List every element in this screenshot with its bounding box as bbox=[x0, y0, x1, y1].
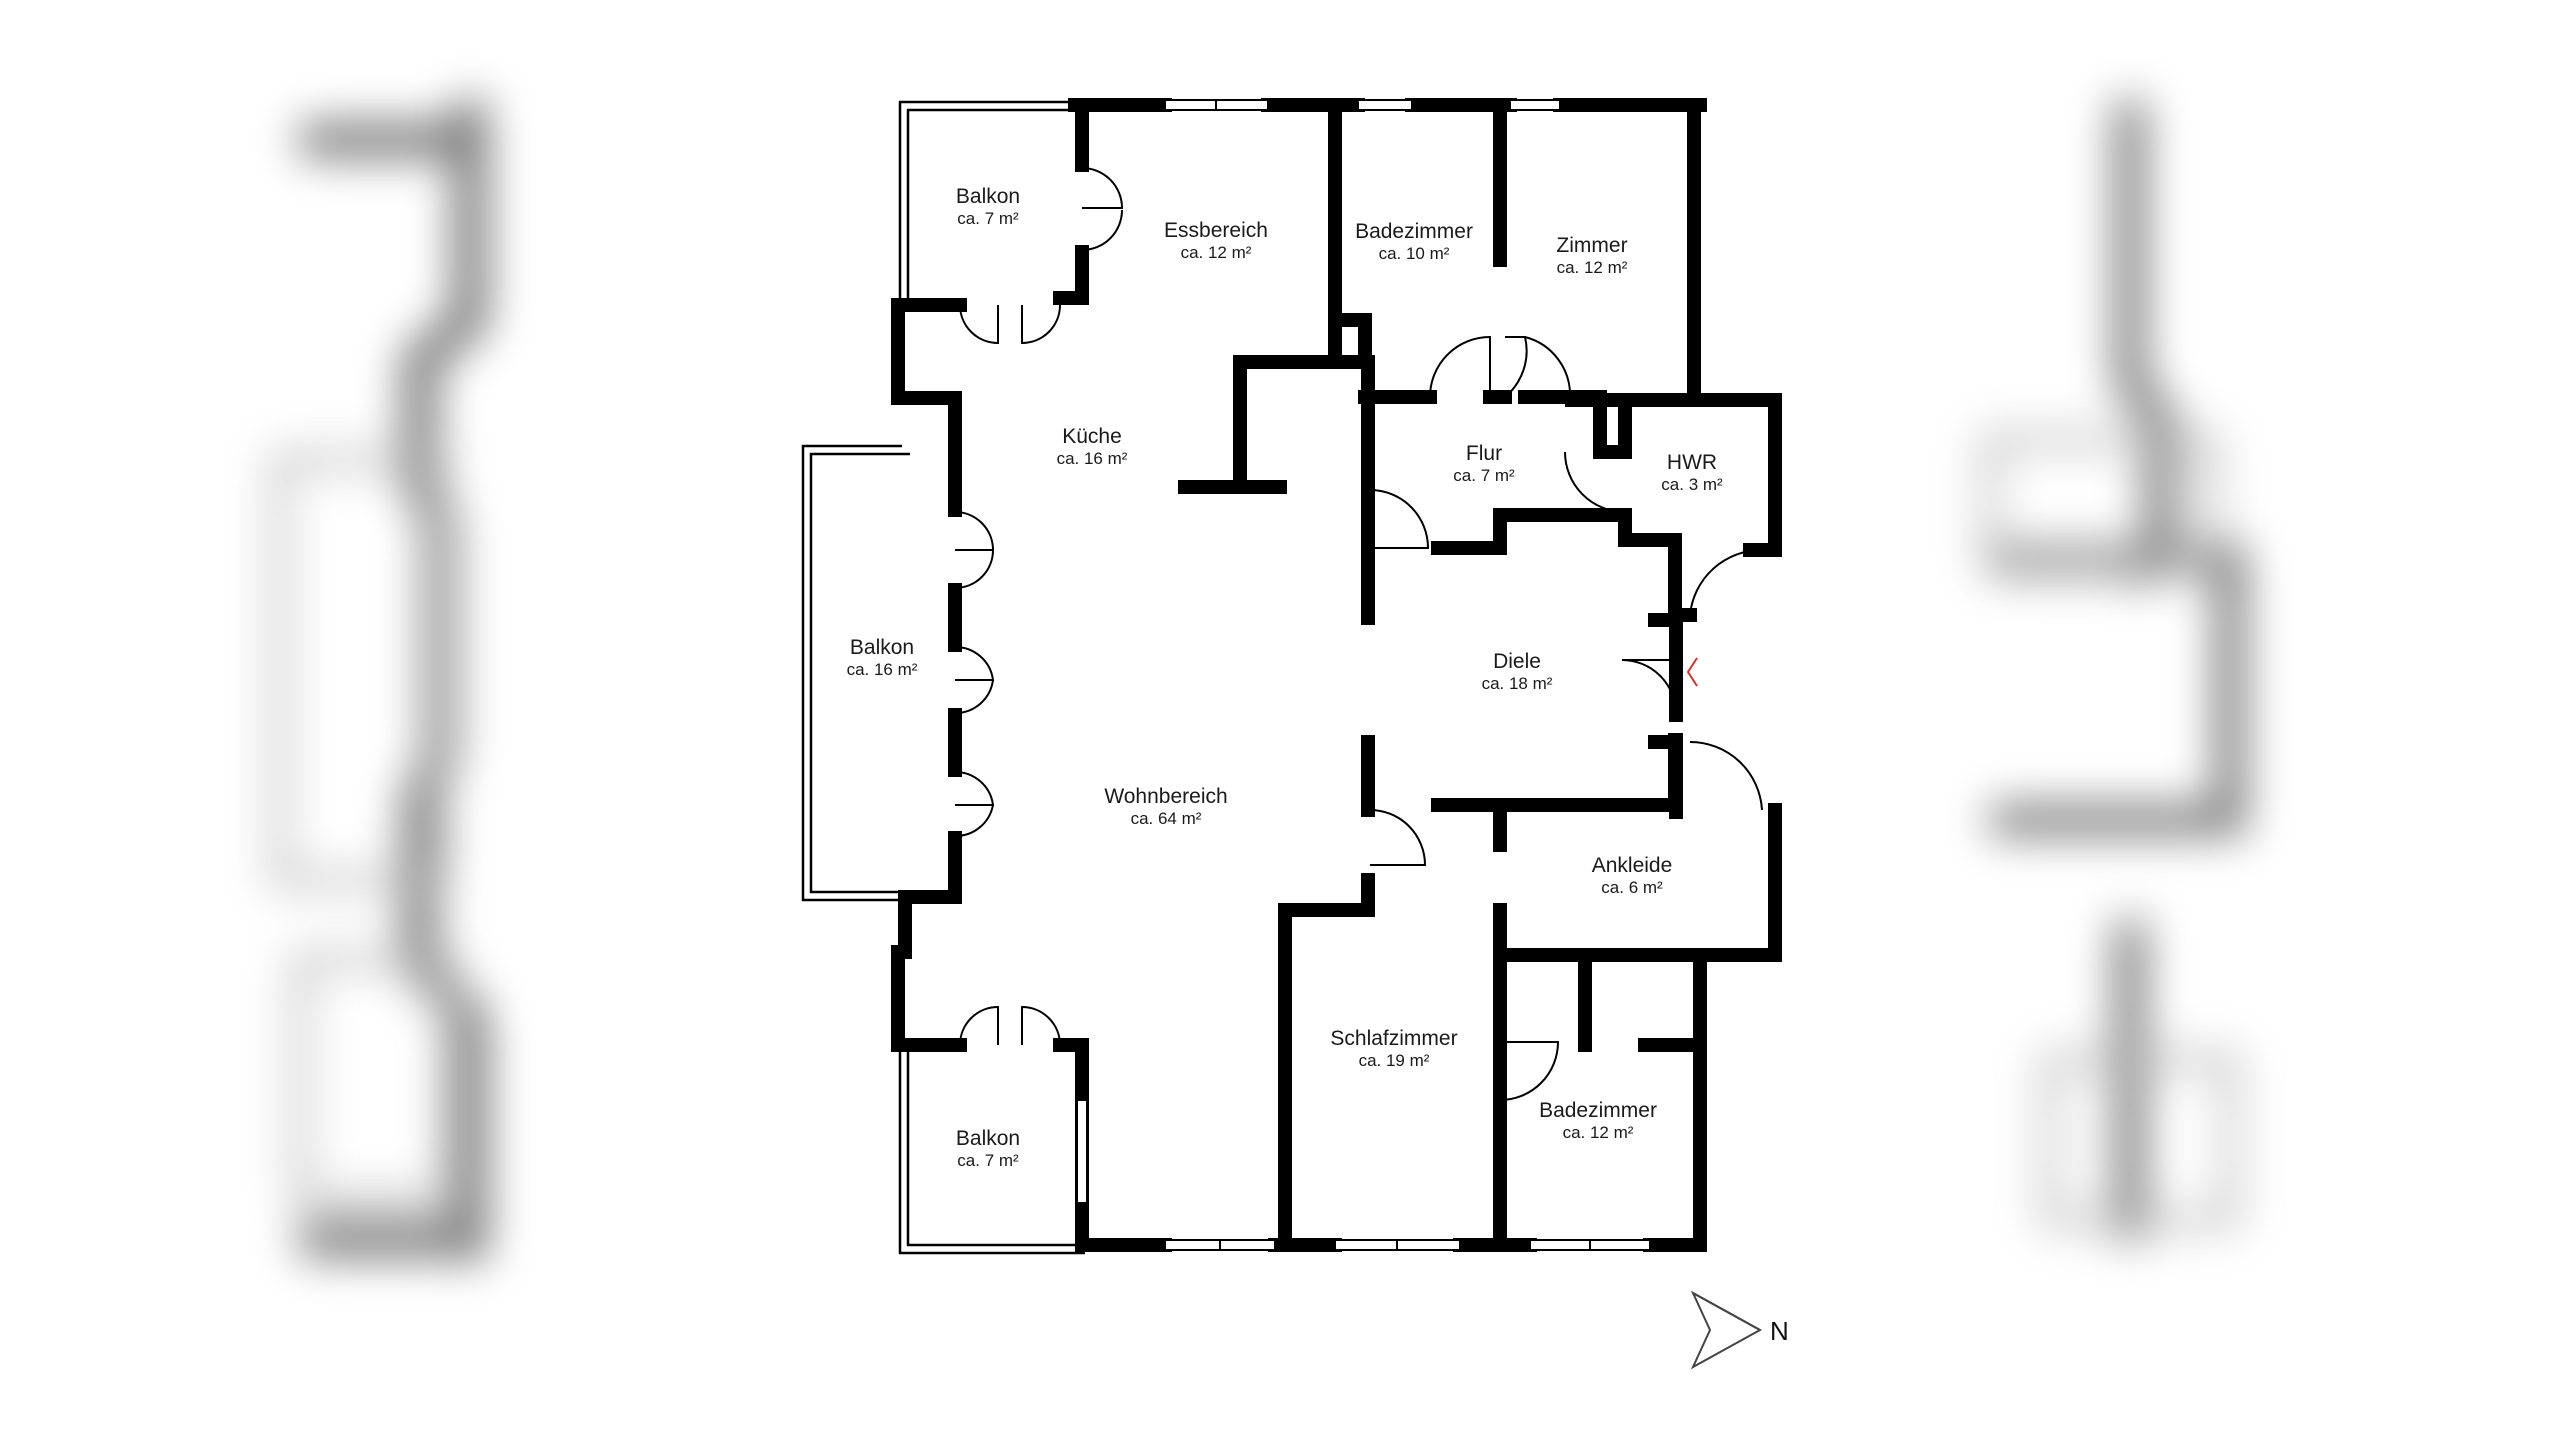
room-name-zimmer: Zimmer bbox=[1556, 234, 1627, 257]
room-area-badezimmer-n: ca. 10 m² bbox=[1379, 244, 1450, 263]
room-area-balkon-sw: ca. 7 m² bbox=[957, 1151, 1019, 1170]
room-name-ankleide: Ankleide bbox=[1592, 854, 1673, 877]
room-area-balkon-w: ca. 16 m² bbox=[847, 660, 918, 679]
compass: N bbox=[1690, 1290, 1789, 1370]
balcony-railings bbox=[801, 100, 1085, 1255]
room-area-ankleide: ca. 6 m² bbox=[1601, 878, 1663, 897]
room-area-schlafzimmer: ca. 19 m² bbox=[1359, 1051, 1430, 1070]
floor-plan: Balkon ca. 7 m² Essbereich ca. 12 m² Bad… bbox=[801, 98, 1789, 1370]
room-name-hwr: HWR bbox=[1667, 451, 1717, 474]
floor-plan-panel: Balkon ca. 7 m² Essbereich ca. 12 m² Bad… bbox=[640, 0, 1930, 1440]
room-name-essbereich: Essbereich bbox=[1164, 219, 1268, 242]
door-swings bbox=[954, 167, 1763, 1101]
room-area-hwr: ca. 3 m² bbox=[1661, 475, 1723, 494]
room-area-badezimmer-s: ca. 12 m² bbox=[1563, 1123, 1634, 1142]
room-name-flur: Flur bbox=[1466, 442, 1502, 465]
room-name-balkon-w: Balkon bbox=[850, 636, 914, 659]
room-area-zimmer: ca. 12 m² bbox=[1557, 258, 1628, 277]
room-area-balkon-nw: ca. 7 m² bbox=[957, 209, 1019, 228]
room-name-badezimmer-n: Badezimmer bbox=[1355, 220, 1473, 243]
room-name-balkon-sw: Balkon bbox=[956, 1127, 1020, 1150]
room-name-kueche: Küche bbox=[1062, 425, 1122, 448]
room-area-essbereich: ca. 12 m² bbox=[1181, 243, 1252, 262]
room-name-schlafzimmer: Schlafzimmer bbox=[1330, 1027, 1457, 1050]
north-arrow-icon bbox=[1690, 1290, 1763, 1370]
room-area-flur: ca. 7 m² bbox=[1453, 466, 1515, 485]
room-area-diele: ca. 18 m² bbox=[1482, 674, 1553, 693]
compass-north-label: N bbox=[1770, 1316, 1789, 1346]
room-labels: Balkon ca. 7 m² Essbereich ca. 12 m² Bad… bbox=[847, 185, 1723, 1170]
blurred-background-right bbox=[1983, 100, 2245, 1240]
room-area-kueche: ca. 16 m² bbox=[1057, 449, 1128, 468]
room-area-wohnbereich: ca. 64 m² bbox=[1131, 809, 1202, 828]
walls bbox=[891, 98, 1782, 1252]
room-name-balkon-nw: Balkon bbox=[956, 185, 1020, 208]
entrance-marker bbox=[1686, 657, 1698, 687]
windows bbox=[1076, 99, 1651, 1251]
room-name-diele: Diele bbox=[1493, 650, 1541, 673]
room-name-badezimmer-s: Badezimmer bbox=[1539, 1099, 1657, 1122]
room-name-wohnbereich: Wohnbereich bbox=[1104, 785, 1227, 808]
blurred-background-left bbox=[273, 100, 487, 1260]
